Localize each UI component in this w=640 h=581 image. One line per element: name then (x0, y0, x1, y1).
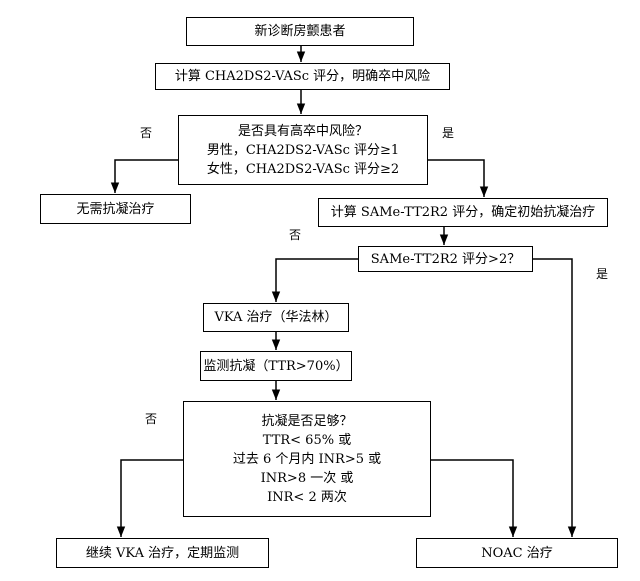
node-text-line: 计算 CHA2DS2-VASc 评分，明确卒中风险 (174, 69, 431, 84)
node-text-line: 继续 VKA 治疗，定期监测 (85, 545, 240, 561)
label-n3-yes: 是 (442, 126, 455, 140)
node-text-line: NOAC 治疗 (481, 545, 553, 561)
edge-n9-no (116, 459, 183, 537)
edge-n9-yes (431, 459, 518, 537)
edge-n3-no (110, 159, 178, 193)
node-text-line: 新诊断房颤患者 (254, 24, 346, 39)
node-vka-warfarin: VKA 治疗（华法林） (203, 303, 349, 332)
label-n9-no: 否 (145, 412, 158, 426)
node-text-line: TTR< 65% 或 (262, 432, 352, 448)
node-text-line: VKA 治疗（华法林） (214, 310, 338, 325)
node-text-line: SAMe-TT2R2 评分>2？ (370, 251, 521, 267)
node-text-line: 计算 SAMe-TT2R2 评分，确定初始抗凝治疗 (330, 205, 596, 220)
node-high-stroke-risk-question: 是否具有高卒中风险？ 男性，CHA2DS2-VASc 评分≥1 女性，CHA2DS2… (178, 115, 428, 185)
node-text-line: 女性，CHA2DS2-VASc 评分≥2 (206, 161, 400, 177)
label-n6-no: 否 (289, 228, 302, 242)
node-monitor-anticoagulation: 监测抗凝（TTR>70%） (200, 351, 352, 381)
node-text-line: 无需抗凝治疗 (76, 201, 155, 217)
node-anticoag-adequate-question: 抗凝是否足够？ TTR< 65% 或过去 6 个月内 INR>5 或 INR>8 一… (183, 401, 431, 517)
node-continue-vka: 继续 VKA 治疗，定期监测 (56, 538, 269, 568)
node-text-line: 抗凝是否足够？ (261, 413, 353, 429)
edge-n3-yes (428, 159, 489, 197)
node-text-line: INR< 2 两次 (267, 489, 347, 505)
node-no-anticoagulation: 无需抗凝治疗 (40, 194, 191, 224)
edge-n6-yes (533, 258, 577, 537)
node-new-af-patient: 新诊断房颤患者 (186, 17, 414, 46)
node-same-tt2r2-question: SAMe-TT2R2 评分>2？ (358, 246, 533, 272)
node-text-line: 是否具有高卒中风险？ (237, 123, 368, 139)
node-text-line: 监测抗凝（TTR>70%） (203, 358, 349, 374)
node-calc-same-tt2r2: 计算 SAMe-TT2R2 评分，确定初始抗凝治疗 (318, 198, 608, 227)
node-noac: NOAC 治疗 (416, 538, 618, 568)
node-text-line: INR>8 一次 或 (260, 470, 354, 486)
label-n3-no: 否 (140, 126, 153, 140)
node-calc-cha2ds2vasc: 计算 CHA2DS2-VASc 评分，明确卒中风险 (155, 63, 450, 90)
label-n6-yes: 是 (596, 267, 609, 281)
node-text-line: 男性，CHA2DS2-VASc 评分≥1 (206, 142, 400, 158)
edge-n6-no (271, 258, 358, 302)
node-text-line: 过去 6 个月内 INR>5 或 (232, 451, 382, 467)
